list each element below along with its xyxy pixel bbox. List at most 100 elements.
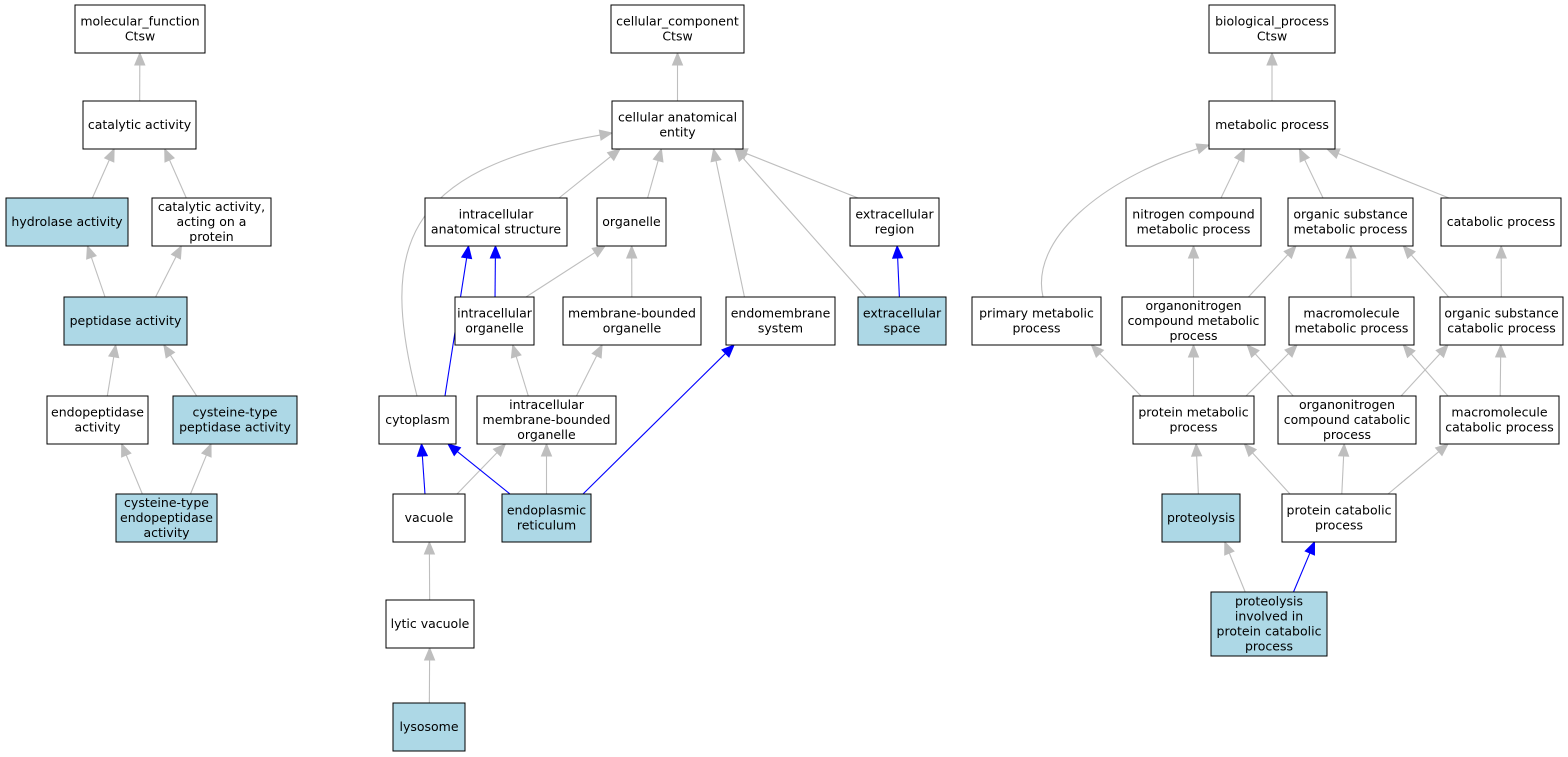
node-label-line: cysteine-type — [193, 405, 278, 420]
edge-cys_endo-to-cys_pep — [189, 442, 212, 495]
node-label-line: intracellular — [459, 207, 535, 222]
node-label-line: process — [1169, 420, 1217, 435]
edge-er-to-ems — [582, 344, 735, 495]
go-term-node-organelle[interactable]: organelle — [596, 197, 667, 247]
edge-line — [525, 252, 596, 298]
node-box — [82, 100, 197, 150]
edge-proteolysis-to-protmp — [1190, 442, 1203, 495]
go-term-node-peptidase[interactable]: peptidase activity — [63, 296, 188, 346]
arrowhead — [200, 442, 212, 458]
go-term-node-lytic[interactable]: lytic vacuole — [385, 599, 475, 649]
edge-line — [515, 356, 529, 397]
arrowhead — [1494, 343, 1507, 358]
arrowhead — [1337, 442, 1350, 457]
go-term-node-hydrolase[interactable]: hydrolase activity — [5, 197, 129, 247]
edge-onccp-to-oscp — [1400, 344, 1449, 397]
edge-line — [647, 160, 659, 199]
node-label-line: process — [1323, 427, 1371, 442]
edge-cat_act-to-mf — [134, 51, 146, 102]
go-term-node-lyso[interactable]: lysosome — [392, 702, 466, 752]
node-label-line: intracellular — [457, 306, 533, 321]
go-term-node-vacuole[interactable]: vacuole — [392, 493, 466, 543]
go-term-node-cyto[interactable]: cytoplasm — [378, 395, 457, 445]
node-box — [151, 197, 272, 247]
edge-imbo-to-mbo — [575, 343, 603, 397]
node-label-line: vacuole — [405, 510, 454, 525]
arrowhead — [86, 244, 97, 260]
edge-line — [106, 356, 115, 397]
arrowhead — [1266, 51, 1278, 66]
edge-io-to-organelle — [525, 245, 607, 298]
node-box — [46, 395, 149, 445]
node-label-line: metabolic process — [1137, 222, 1251, 237]
go-term-node-proteolysis[interactable]: proteolysis — [1161, 493, 1241, 543]
arrowhead — [1243, 443, 1258, 458]
edge-ecr-to-cae — [733, 148, 859, 199]
edge-line — [1196, 455, 1199, 495]
arrowhead — [1233, 147, 1246, 163]
node-box — [611, 100, 744, 150]
arrowhead — [1325, 148, 1341, 159]
edge-line — [1099, 353, 1142, 397]
edge-lyso-to-lytic — [423, 646, 436, 704]
edge-imbo-to-io — [510, 343, 529, 397]
arrowhead — [591, 343, 603, 359]
edge-line — [125, 454, 143, 495]
node-box — [1288, 296, 1415, 346]
edge-pipcp-to-proteolysis — [1224, 540, 1246, 593]
edge-line — [1292, 552, 1311, 593]
node-label-line: catalytic activity — [88, 117, 192, 132]
go-term-node-met[interactable]: metabolic process — [1208, 100, 1336, 150]
node-box — [1208, 100, 1336, 150]
node-label-line: hydrolase activity — [11, 214, 123, 229]
node-label-line: organic substance — [1444, 306, 1559, 321]
arrowhead — [423, 646, 436, 661]
node-box — [1121, 296, 1266, 346]
node-label-line: metabolic process — [1294, 222, 1408, 237]
edge-line — [90, 257, 106, 298]
edge-line — [1337, 152, 1450, 199]
node-box — [1287, 197, 1414, 247]
node-box — [1125, 197, 1262, 247]
edge-line — [1228, 552, 1246, 593]
edge-ems-to-cae — [710, 147, 745, 298]
node-box — [1210, 591, 1328, 657]
go-term-node-catab[interactable]: catabolic process — [1440, 197, 1562, 247]
edge-line — [1410, 254, 1450, 298]
edge-er-to-cyto — [446, 443, 511, 495]
node-label-line: region — [875, 222, 915, 237]
edge-line — [1410, 353, 1449, 397]
edge-ias-to-cae — [558, 148, 622, 199]
go-term-node-cat_act[interactable]: catalytic activity — [82, 100, 197, 150]
arrowhead — [163, 343, 176, 359]
edge-oncmp-to-ncmp — [1187, 244, 1200, 297]
node-label-line: organonitrogen — [1299, 397, 1395, 412]
